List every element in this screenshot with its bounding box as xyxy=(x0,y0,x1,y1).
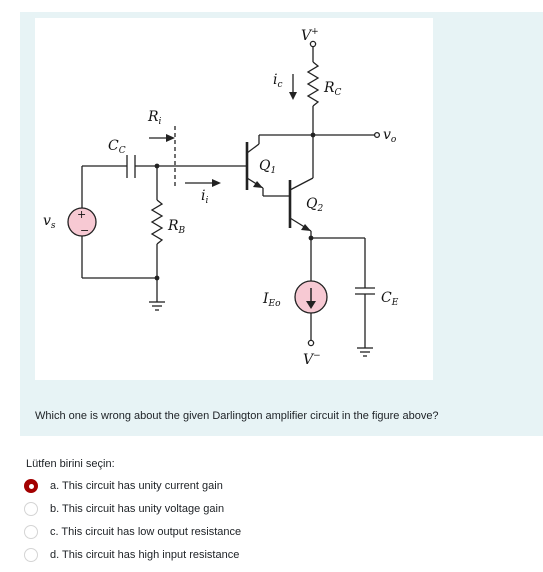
darlington-circuit-diagram: + − V+ RC ic vo Ri CC Q1 ii Q2 vs RB IEo… xyxy=(43,27,399,368)
cc-label: CC xyxy=(108,138,126,156)
question-text: Which one is wrong about the given Darli… xyxy=(35,410,439,422)
vplus-label: V+ xyxy=(301,27,319,44)
circuit-figure: + − V+ RC ic vo Ri CC Q1 ii Q2 vs RB IEo… xyxy=(35,18,433,380)
option-c[interactable]: c. This circuit has low output resistanc… xyxy=(24,522,424,542)
rc-label: RC xyxy=(323,80,342,98)
option-label: c. This circuit has low output resistanc… xyxy=(50,526,242,538)
option-d[interactable]: d. This circuit has high input resistanc… xyxy=(24,545,424,565)
option-label: b. This circuit has unity voltage gain xyxy=(50,503,225,515)
radio-icon[interactable] xyxy=(24,548,38,562)
option-label: d. This circuit has high input resistanc… xyxy=(50,549,240,561)
ic-label: ic xyxy=(273,72,283,90)
answer-prompt: Lütfen birini seçin: xyxy=(26,458,115,470)
ii-label: ii xyxy=(201,188,208,206)
option-label: a. This circuit has unity current gain xyxy=(50,480,223,492)
vo-label: vo xyxy=(383,127,397,145)
option-b[interactable]: b. This circuit has unity voltage gain xyxy=(24,499,424,519)
radio-selected-icon[interactable] xyxy=(24,479,38,493)
ri-label: Ri xyxy=(147,109,162,127)
ce-label: CE xyxy=(381,290,399,308)
rb-label: RB xyxy=(167,218,186,236)
svg-text:−: − xyxy=(80,224,89,237)
option-a[interactable]: a. This circuit has unity current gain xyxy=(24,476,424,496)
question-card: + − V+ RC ic vo Ri CC Q1 ii Q2 vs RB IEo… xyxy=(20,12,543,436)
ieo-label: IEo xyxy=(262,291,281,309)
radio-icon[interactable] xyxy=(24,525,38,539)
vminus-label: V− xyxy=(303,351,321,368)
q2-label: Q2 xyxy=(306,196,323,214)
voltage-source-icon xyxy=(67,207,97,237)
q1-label: Q1 xyxy=(259,158,276,176)
radio-icon[interactable] xyxy=(24,502,38,516)
vs-label: vs xyxy=(43,213,56,231)
svg-text:+: + xyxy=(77,208,86,221)
